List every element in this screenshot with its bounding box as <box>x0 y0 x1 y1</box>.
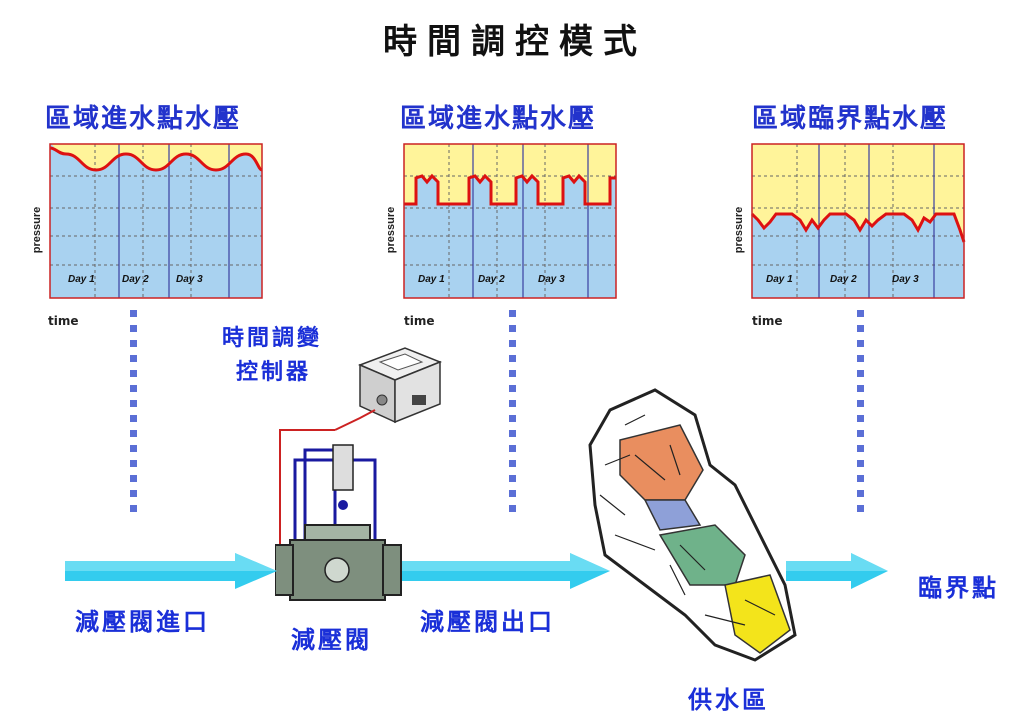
chart-2-day-2: Day 2 <box>478 274 505 285</box>
supply-zone-label: 供水區 <box>688 685 769 714</box>
controller-label-line1: 時間調變 <box>222 325 323 351</box>
valve-outlet-label: 減壓閥出口 <box>420 607 555 636</box>
chart-2-day-3: Day 3 <box>538 274 565 285</box>
timer-controller-icon <box>357 347 443 424</box>
chart-1-yellow-band <box>50 144 262 170</box>
critical-point-label: 臨界點 <box>918 573 999 602</box>
chart-2-title: 區域進水點水壓 <box>400 104 597 134</box>
pressure-reducing-valve-icon <box>275 409 402 601</box>
chart-3-day-1: Day 1 <box>766 274 793 285</box>
page-title: 時間調控模式 <box>383 22 647 62</box>
arrow-critical <box>786 553 888 589</box>
chart-1-day-2: Day 2 <box>122 274 149 285</box>
chart-1-title: 區域進水點水壓 <box>45 104 242 134</box>
connector-2 <box>509 310 516 520</box>
chart-1-xlabel: time <box>48 314 79 328</box>
supply-zone-map-icon <box>588 388 797 662</box>
chart-2-ylabel: pressure <box>385 207 397 253</box>
valve-inlet-label: 減壓閥進口 <box>75 607 210 636</box>
chart-1: pressure Day 1 Day 2 Day 3 <box>31 143 263 299</box>
chart-3-ylabel: pressure <box>733 207 745 253</box>
valve-label: 減壓閥 <box>291 625 372 654</box>
controller-label-line2: 控制器 <box>236 359 312 385</box>
arrow-inlet <box>65 553 277 589</box>
chart-2-pressure-line <box>404 173 616 206</box>
chart-1-day-3: Day 3 <box>176 274 203 285</box>
chart-3-title: 區域臨界點水壓 <box>752 104 949 134</box>
chart-1-ylabel: pressure <box>31 207 43 253</box>
connector-1 <box>130 310 137 515</box>
chart-3-pressure-line <box>750 212 966 243</box>
chart-2-day-1: Day 1 <box>418 274 445 285</box>
chart-3-day-2: Day 2 <box>830 274 857 285</box>
connector-3 <box>857 310 864 520</box>
chart-2-xlabel: time <box>404 314 435 328</box>
chart-2: pressure Day 1 Day 2 Day 3 <box>385 143 617 299</box>
chart-3-day-3: Day 3 <box>892 274 919 285</box>
chart-1-day-1: Day 1 <box>68 274 95 285</box>
chart-3: pressure Day 1 Day 2 Day 3 <box>733 143 966 299</box>
chart-3-xlabel: time <box>752 314 783 328</box>
chart-1-pressure-line <box>50 146 262 172</box>
arrow-outlet <box>402 553 610 589</box>
